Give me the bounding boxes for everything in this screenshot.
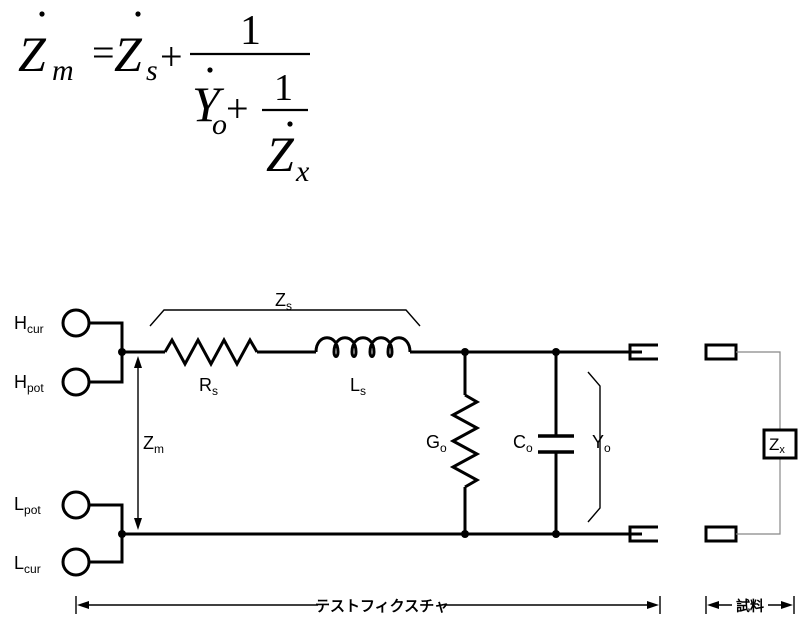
eq-term1-sub: s: [146, 54, 158, 87]
dot-den-z: [287, 121, 293, 127]
eq-term1: Z: [114, 26, 143, 82]
terminal-hcur: [61, 308, 91, 338]
label-lcur: Lcur: [14, 553, 41, 576]
lead-h: [89, 321, 124, 384]
terminal-lpot: [61, 490, 91, 520]
resistor-rs: [163, 336, 259, 368]
sample-terminal-bottom: [704, 525, 738, 543]
label-rs: Rs: [199, 375, 218, 398]
sample-terminal-top: [704, 343, 738, 361]
eq-lhs: Z: [18, 26, 47, 82]
eq-plus: +: [160, 34, 183, 79]
sample-wire-bottom: [736, 458, 781, 535]
fixture-terminal-top: [628, 343, 658, 361]
fixture-terminal-bottom: [628, 525, 658, 543]
eq-den-z-sub: x: [295, 155, 310, 188]
eq-den-y-sub: o: [212, 108, 227, 141]
sample-zx-box: [762, 428, 798, 460]
eq-den-plus: +: [226, 86, 249, 131]
label-yo: Yo: [592, 432, 611, 455]
terminal-lcur: [61, 547, 91, 577]
label-hpot: Hpot: [14, 372, 44, 395]
dot-term1: [135, 11, 141, 17]
label-lpot: Lpot: [14, 494, 41, 517]
eq-lhs-sub: m: [52, 54, 74, 87]
span-sample-head-left: [707, 601, 719, 609]
label-co: Co: [513, 432, 533, 455]
lead-l: [89, 503, 124, 564]
span-fixture-head-left: [77, 601, 89, 609]
eq-num-outer: 1: [240, 8, 261, 54]
span-fixture-head-right: [647, 601, 659, 609]
span-sample-head-right: [781, 601, 793, 609]
equation: Z m = Z s + 1 Y o + 1 Z x: [18, 8, 310, 188]
dot-den-y: [207, 67, 213, 73]
eq-num-inner: 1: [274, 67, 293, 109]
label-go: Go: [426, 432, 447, 455]
circuit: [61, 308, 798, 614]
dot-lhs: [39, 11, 45, 17]
label-ls: Ls: [350, 375, 366, 398]
label-zm: Zm: [143, 433, 164, 456]
label-zs: Zs: [275, 290, 292, 313]
resistor-go: [449, 393, 481, 489]
inductor-ls: [314, 336, 412, 358]
label-zx: Zx: [769, 435, 785, 456]
sample-wire-top: [736, 351, 781, 430]
arrow-zm-head-bottom: [134, 518, 142, 530]
circuit-labels: Hcur Hpot Lpot Lcur Zs Rs Ls Zm Go Co Yo…: [14, 290, 785, 576]
bracket-yo: [587, 371, 601, 523]
eq-den-y: Y: [192, 76, 225, 132]
bracket-zs: [149, 309, 421, 327]
eq-equals: =: [92, 30, 115, 75]
label-sample: 試料: [736, 598, 764, 615]
label-fixture: テストフィクスチャ: [315, 597, 449, 615]
arrow-zm-head-top: [134, 356, 142, 368]
label-hcur: Hcur: [14, 313, 44, 336]
terminal-hpot: [61, 367, 91, 397]
eq-den-z: Z: [266, 126, 295, 182]
